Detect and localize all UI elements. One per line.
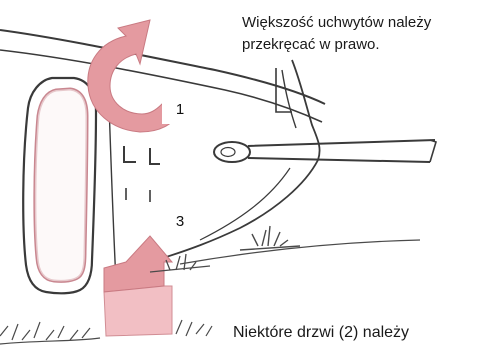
instruction-caption-top: Większość uchwytów należy przekręcać w p…: [242, 12, 431, 56]
ground-line: [180, 240, 420, 264]
push-plate: [104, 286, 172, 336]
door-handle-bar-end: [430, 140, 436, 162]
grass-right: [240, 226, 300, 250]
instruction-caption-bottom: Niektóre drzwi (2) należy: [233, 322, 409, 344]
door-slot-left: [124, 146, 136, 162]
grass-bottom-right: [176, 320, 212, 336]
door-slot-right: [150, 148, 160, 164]
vehicle-lower-curve: [200, 168, 290, 240]
caption-line-1: Większość uchwytów należy: [242, 12, 431, 34]
caption-line-2: przekręcać w prawo.: [242, 34, 431, 56]
grass-bottom-left: [0, 322, 100, 344]
door-handle-knob: [214, 142, 250, 162]
vehicle-panel-edge: [282, 70, 296, 128]
door-handle-bar: [248, 140, 435, 162]
window-pane: [35, 89, 87, 281]
door-lock-marks: [126, 188, 150, 202]
step-label-3: 3: [162, 208, 198, 236]
step-label-1: 1: [162, 96, 198, 124]
